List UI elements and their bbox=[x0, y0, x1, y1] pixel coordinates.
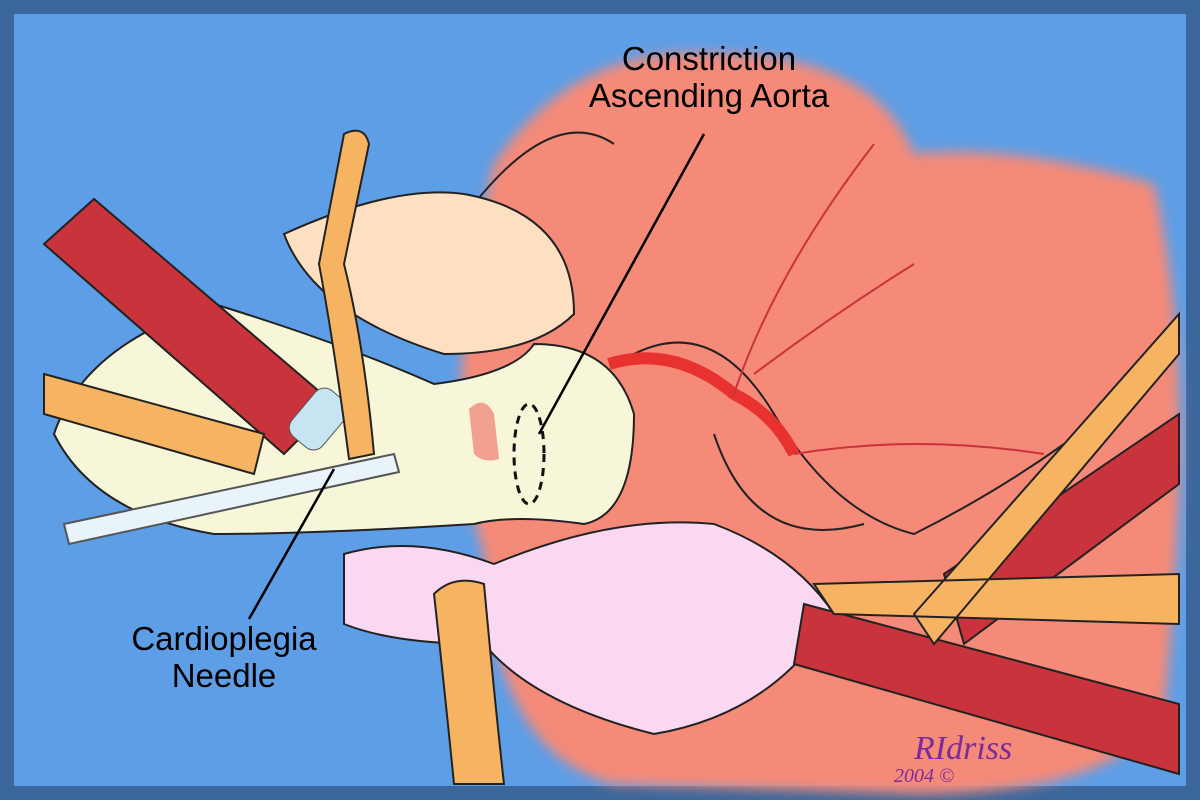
arteries bbox=[733, 143, 1045, 455]
tape-band-left bbox=[43, 372, 266, 476]
heart-outline bbox=[473, 131, 1065, 536]
aortic-opening bbox=[469, 402, 499, 461]
surgical-illustration: RIdriss 2004 © bbox=[42, 53, 1180, 794]
cardioplegia-needle bbox=[62, 452, 401, 546]
needle-label: Cardioplegia Needle bbox=[131, 620, 317, 694]
cannula-connector bbox=[288, 387, 350, 451]
constriction-leader-line bbox=[537, 133, 706, 435]
needle-leader-line bbox=[247, 468, 336, 620]
tape-band-vertical bbox=[317, 129, 376, 461]
ivc-band bbox=[432, 579, 506, 785]
pulmonary-artery bbox=[282, 191, 576, 356]
right-bands bbox=[812, 311, 1180, 646]
signature-year: 2004 © bbox=[894, 765, 954, 787]
signature-logo: RIdriss bbox=[913, 730, 1012, 767]
ivc-cannula bbox=[792, 602, 1180, 776]
constriction-label: Constriction Ascending Aorta bbox=[588, 40, 830, 114]
constriction-dashed-line bbox=[512, 402, 546, 506]
